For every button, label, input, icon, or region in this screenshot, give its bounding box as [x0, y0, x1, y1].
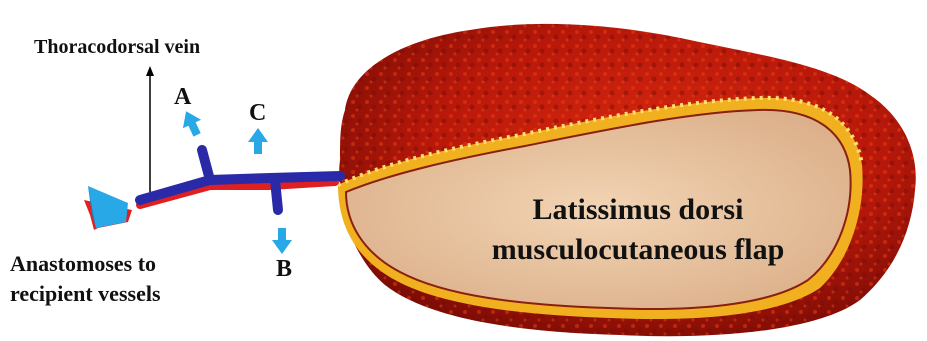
branch-a-vessel — [202, 150, 210, 180]
vein-label: Thoracodorsal vein — [34, 36, 200, 59]
vein-leader-arrowhead — [146, 66, 154, 76]
flap-label-line2: musculocutaneous flap — [468, 230, 808, 270]
arrow-a-icon — [177, 107, 206, 139]
branch-a-label: A — [174, 84, 191, 111]
anastomosis-arrow-icon — [84, 186, 132, 230]
flap-label-line1: Latissimus dorsi — [468, 190, 808, 230]
flap-label: Latissimus dorsi musculocutaneous flap — [468, 190, 808, 270]
anastomoses-label-line1: Anastomoses to — [10, 249, 161, 279]
anastomoses-label: Anastomoses to recipient vessels — [10, 249, 161, 309]
anastomoses-label-line2: recipient vessels — [10, 279, 161, 309]
arrow-b-icon — [272, 228, 292, 254]
branch-b-vessel — [275, 180, 278, 210]
arrow-c-icon — [248, 128, 268, 154]
branch-c-label: C — [249, 100, 266, 127]
branch-b-label: B — [276, 256, 292, 283]
